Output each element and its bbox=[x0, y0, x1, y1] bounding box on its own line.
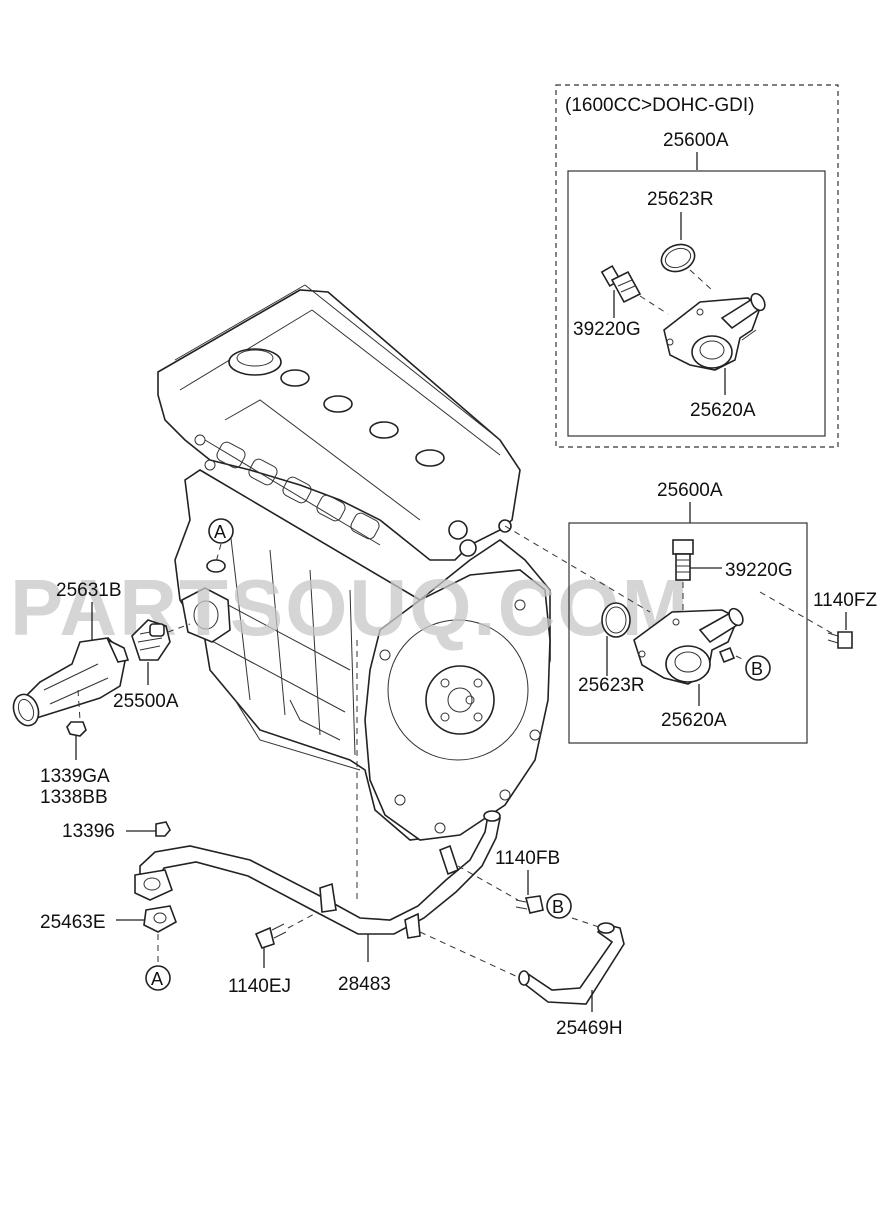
nut-label: 13396 bbox=[62, 821, 115, 842]
watermark: PARTSOUQ.COM bbox=[10, 563, 690, 652]
marker-b-upper bbox=[745, 655, 771, 681]
marker-a-upper-text: A bbox=[214, 522, 226, 542]
nut-13396 bbox=[155, 821, 171, 837]
main-gasket-label: 25623R bbox=[578, 675, 645, 696]
variant-sensor-label: 39220G bbox=[573, 319, 641, 340]
bolt-1140fz bbox=[827, 631, 853, 649]
stud-nut-1339ga bbox=[66, 721, 87, 760]
variant-dashed-frame bbox=[555, 84, 839, 448]
main-assembly-label: 25600A bbox=[657, 480, 723, 501]
main-housing-label: 25620A bbox=[661, 710, 727, 731]
bolt-1140fb bbox=[515, 895, 544, 914]
marker-a-lower bbox=[145, 965, 171, 991]
variant-assembly-box bbox=[567, 170, 826, 437]
variant-housing bbox=[663, 292, 766, 371]
pipe-label: 28483 bbox=[338, 974, 391, 995]
marker-a-lower-text: A bbox=[151, 969, 163, 989]
thermostat bbox=[131, 619, 171, 661]
gasket-e-label: 25463E bbox=[40, 912, 106, 933]
bolt-ej-label: 1140EJ bbox=[228, 976, 291, 997]
bolt-fb-label: 1140FB bbox=[495, 848, 560, 869]
thermostat-label: 25500A bbox=[113, 691, 179, 712]
water-pipe bbox=[134, 810, 501, 939]
main-housing bbox=[633, 607, 744, 685]
stud-ga-label: 1339GA bbox=[40, 766, 110, 787]
bolt-1140ej bbox=[254, 923, 287, 949]
variant-gasket-label: 25623R bbox=[647, 189, 714, 210]
main-temperature-sensor bbox=[672, 539, 694, 630]
variant-temperature-sensor bbox=[600, 264, 669, 315]
water-outlet-fitting bbox=[12, 637, 130, 727]
main-assembly-box bbox=[568, 522, 808, 744]
variant-o-ring-gasket bbox=[660, 243, 696, 273]
marker-b-lower-text: B bbox=[552, 897, 564, 917]
engine-block-illustration bbox=[157, 284, 551, 841]
bolt-fz-label: 1140FZ bbox=[813, 590, 877, 611]
marker-a-upper bbox=[208, 518, 234, 544]
marker-b-lower bbox=[546, 893, 572, 919]
stud-bb-label: 1338BB bbox=[40, 787, 108, 808]
main-sensor-label: 39220G bbox=[725, 560, 793, 581]
marker-b-upper-text: B bbox=[751, 659, 763, 679]
variant-title: (1600CC>DOHC-GDI) bbox=[565, 95, 755, 116]
hose-label: 25469H bbox=[556, 1018, 623, 1039]
outlet-label: 25631B bbox=[56, 580, 122, 601]
bypass-hose bbox=[518, 922, 625, 1005]
gasket-25463e bbox=[143, 905, 177, 933]
variant-assembly-label: 25600A bbox=[663, 130, 729, 151]
variant-housing-label: 25620A bbox=[690, 400, 756, 421]
